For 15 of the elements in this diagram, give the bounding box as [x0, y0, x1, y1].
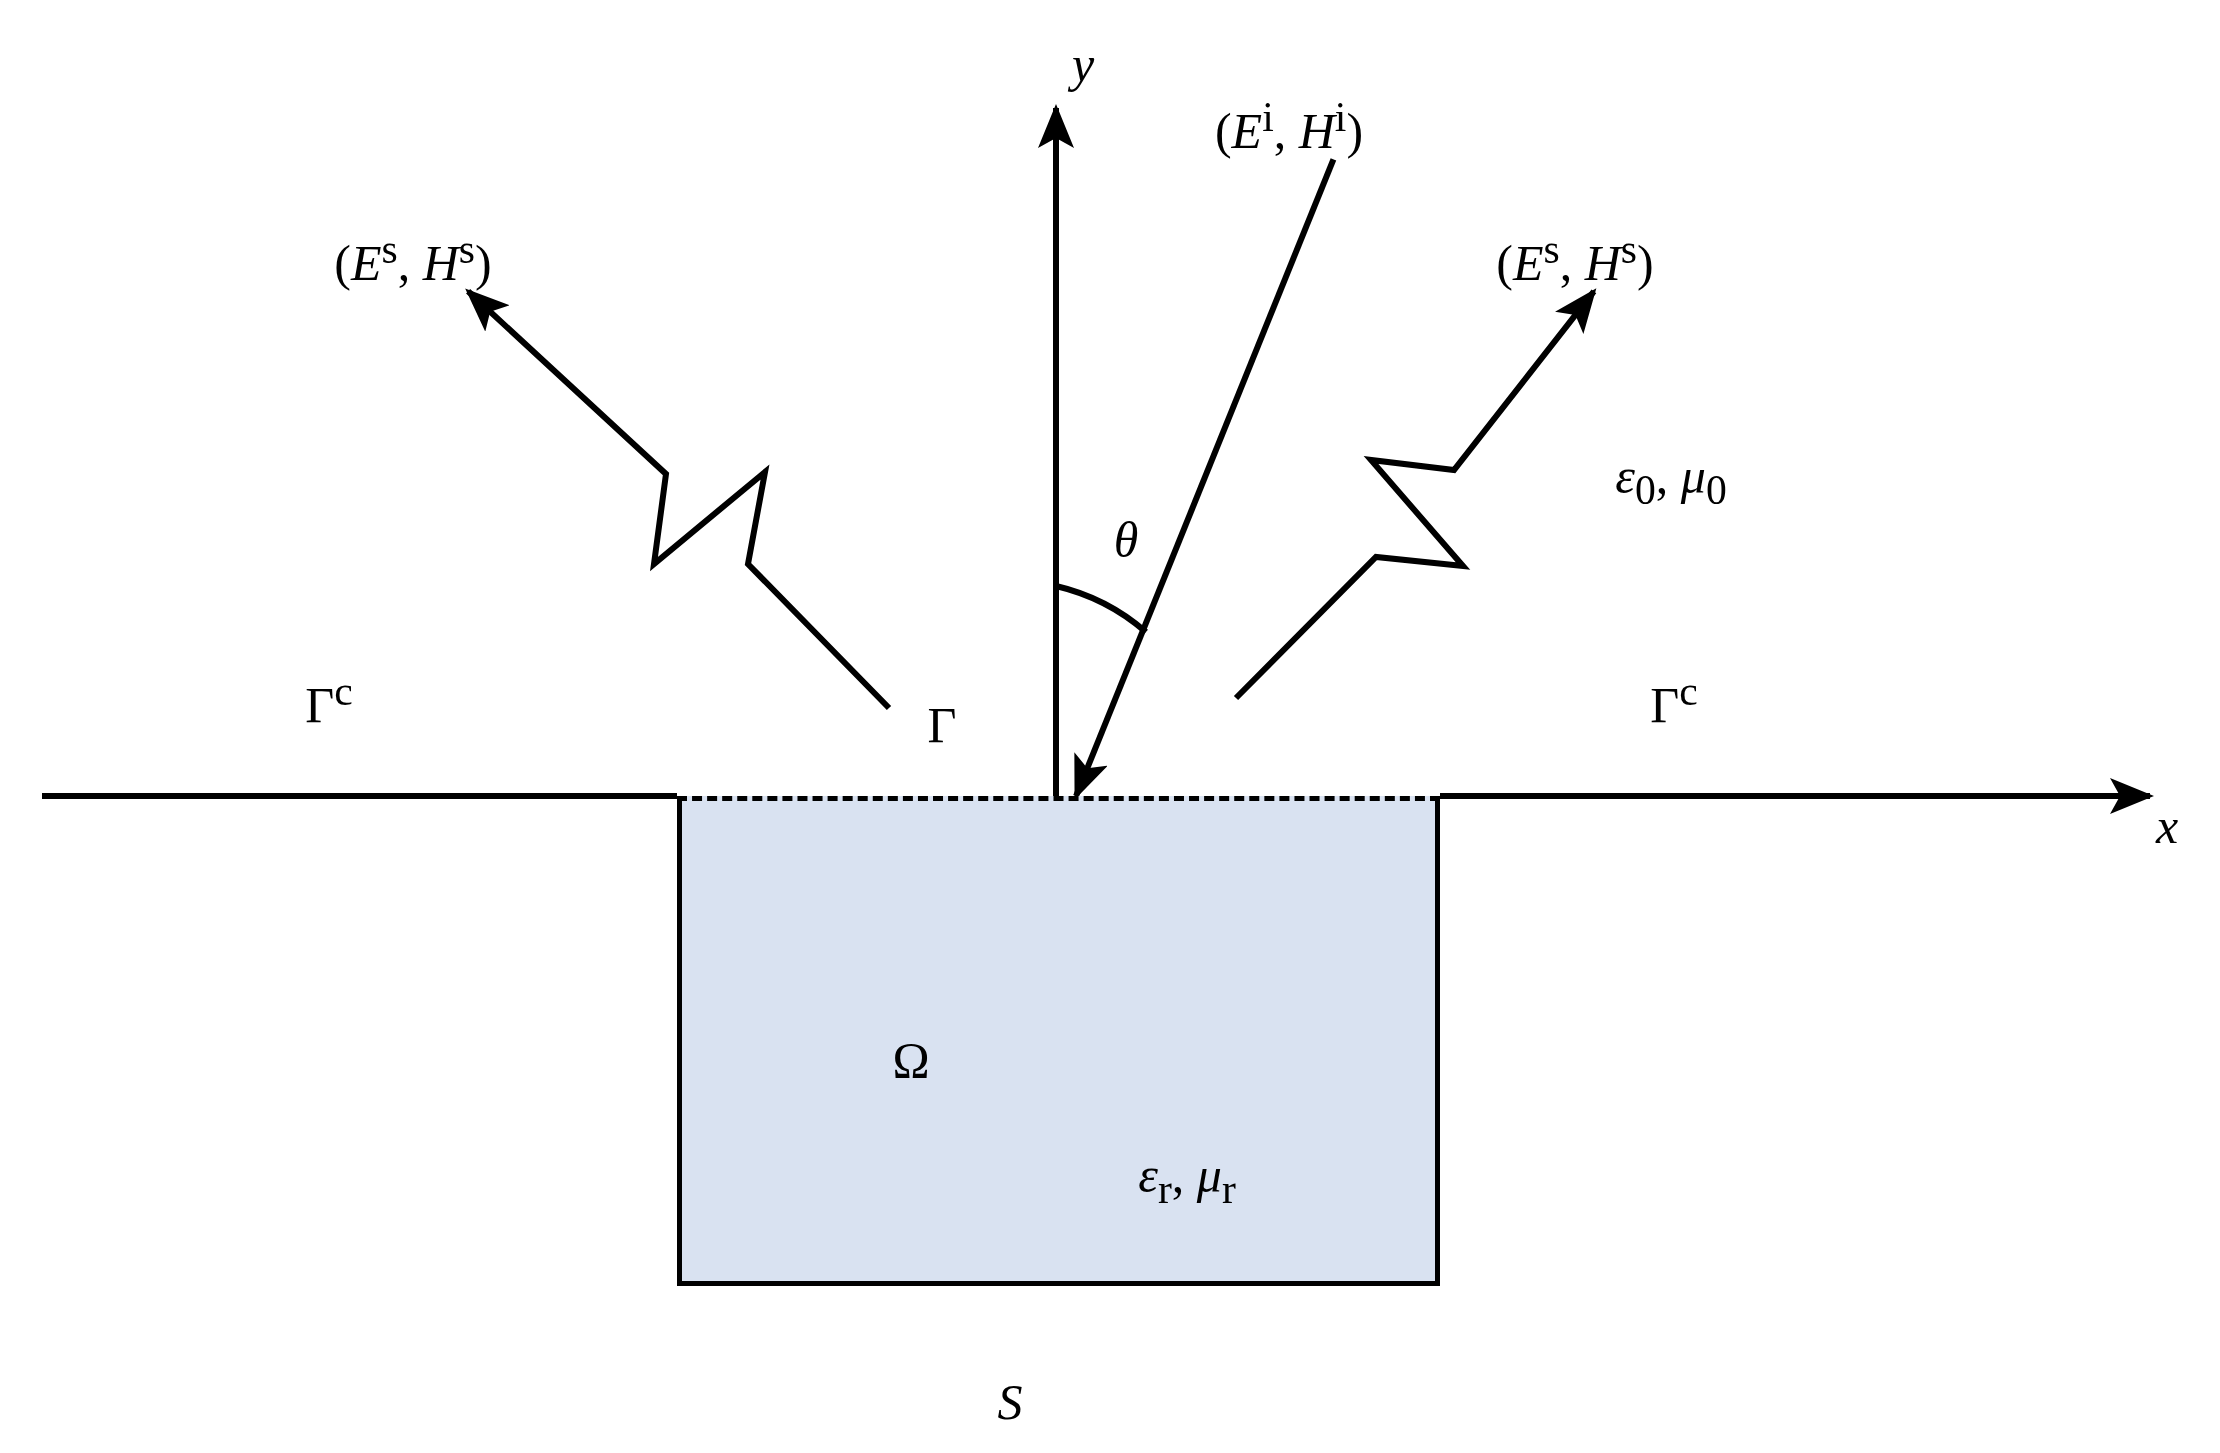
boundary-label: Γ$^{c}$ — [305, 668, 353, 734]
region-label: Ω — [892, 1032, 930, 1088]
boundary-label: Γ$^{c}$ — [1650, 668, 1698, 734]
angle-label: θ — [1113, 512, 1139, 568]
axis-label: x — [2155, 798, 2179, 854]
field-label: (E$^{i}$, H$^{i}$) — [1214, 94, 1364, 160]
field-label: (E$^{s}$, H$^{s}$) — [334, 226, 492, 292]
field-label: (E$^{s}$, H$^{s}$) — [1496, 226, 1654, 292]
scattered-arrow — [465, 288, 892, 711]
scattered-arrow — [1233, 288, 1597, 701]
medium-label: ε$_{0}$, μ$_{0}$ — [1615, 448, 1727, 514]
material-label: ε$_{r}$, μ$_{r}$ — [1138, 1147, 1236, 1213]
boundary-label: Γ — [927, 697, 957, 753]
boundary-label: S — [997, 1374, 1023, 1430]
cavity-region — [677, 796, 1440, 1286]
